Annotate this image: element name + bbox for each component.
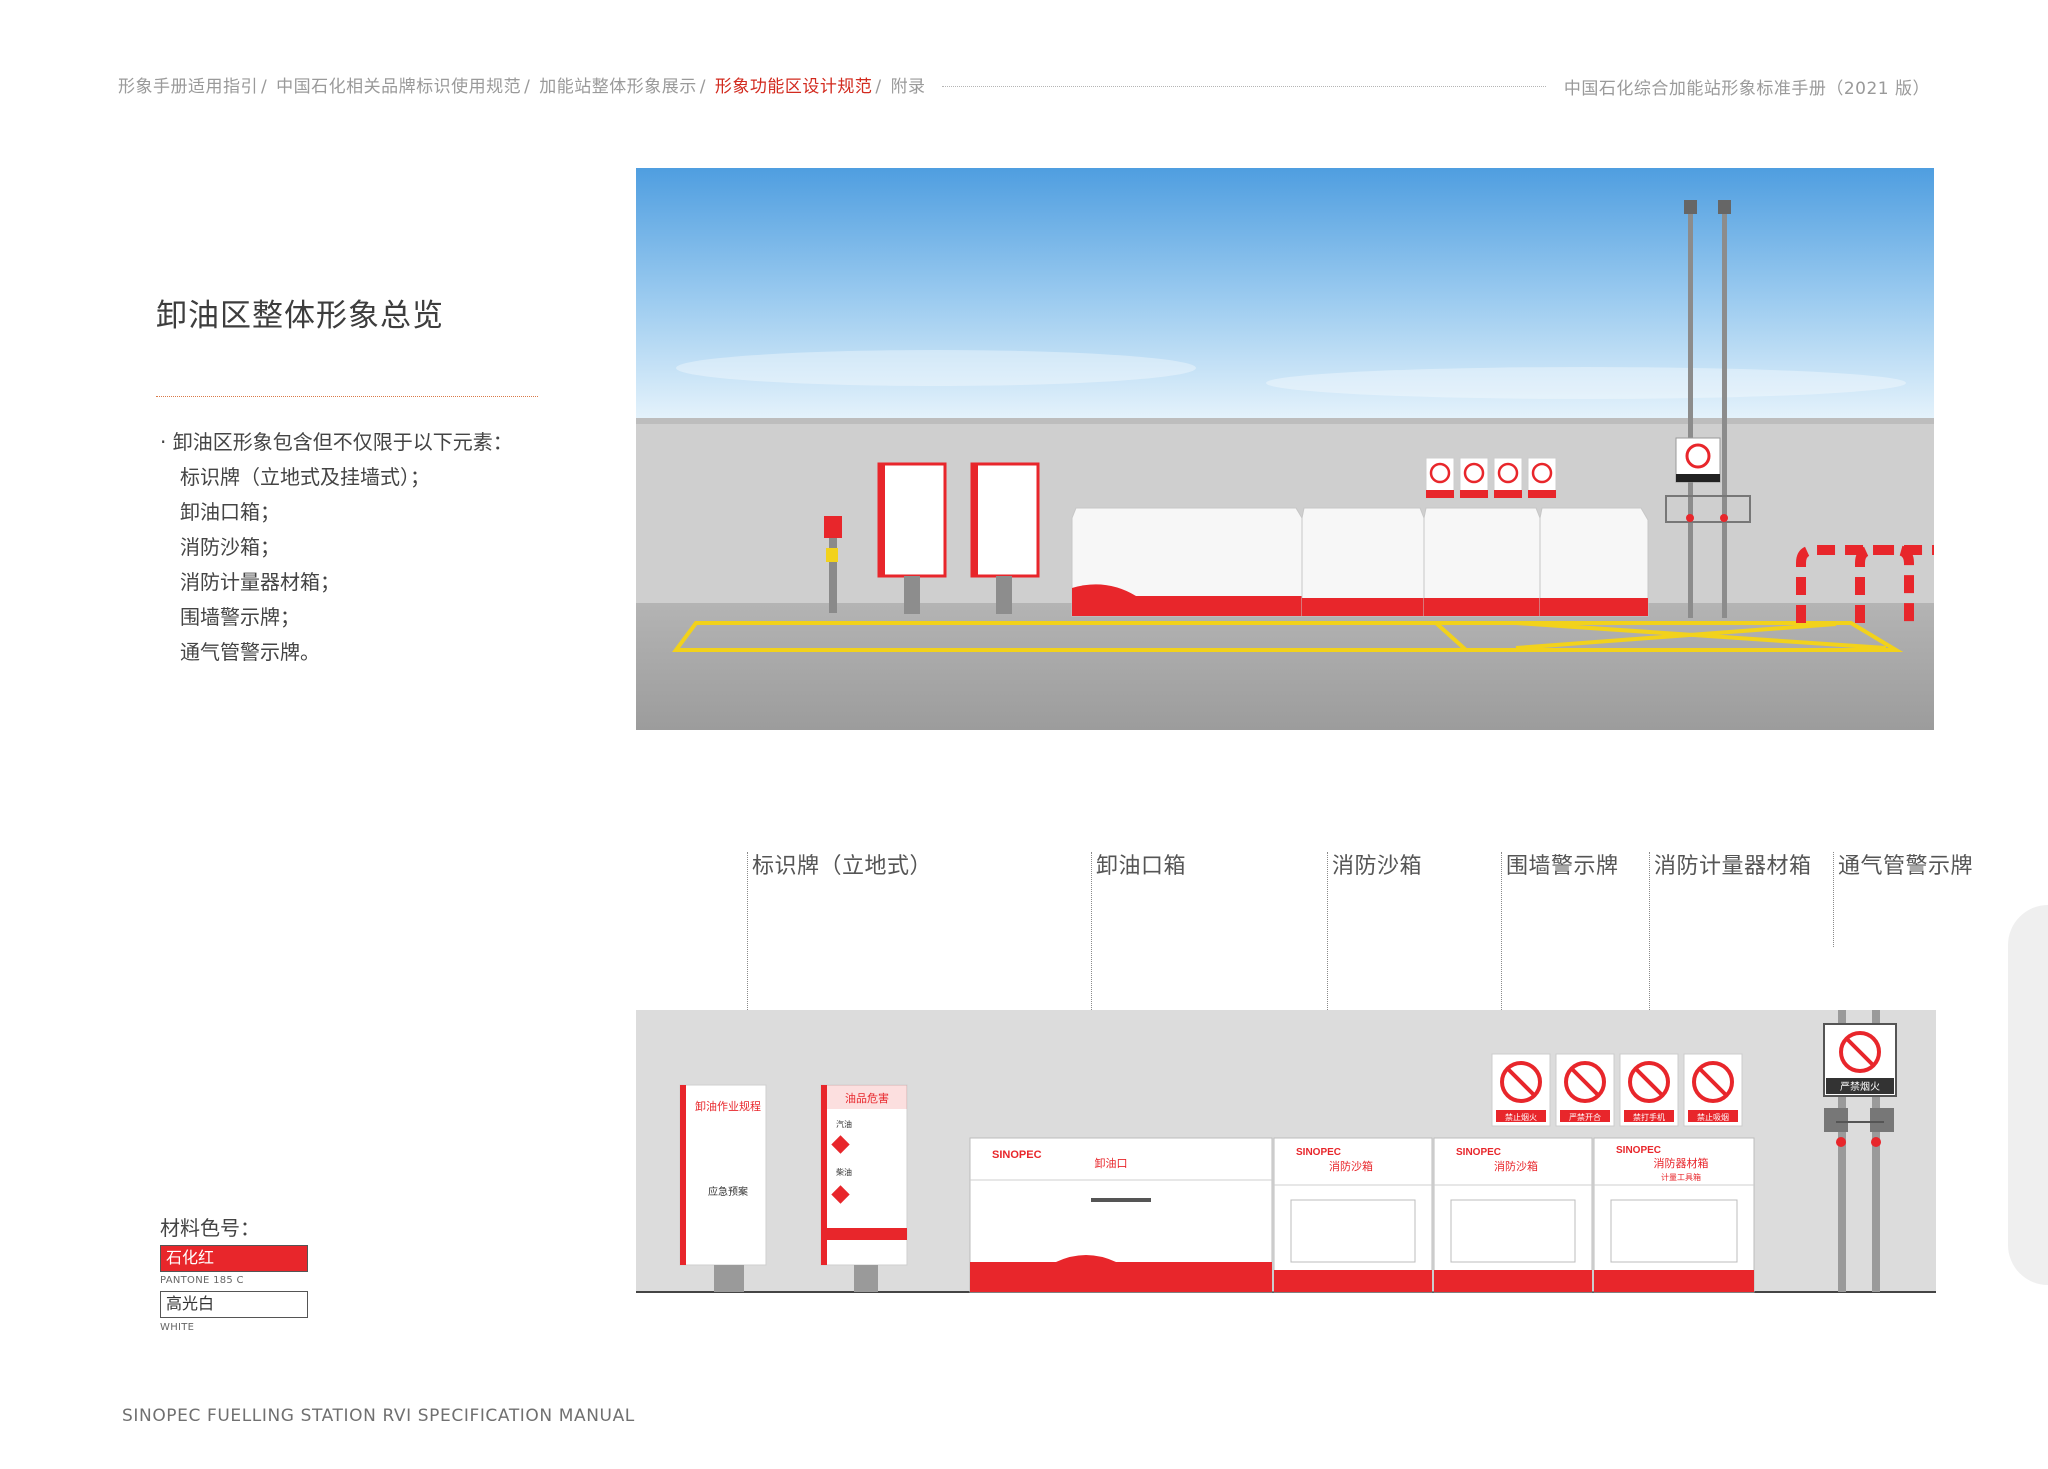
unloading-port-cabinet [1071, 507, 1303, 617]
warning-text: 禁止烟火 [1505, 1112, 1537, 1122]
callout-sand-box: 消防沙箱 [1332, 854, 1423, 879]
render-illustration [636, 168, 1934, 730]
cabinet-label: 消防器材箱 [1654, 1156, 1709, 1170]
breadcrumb-item[interactable]: 附录 [890, 77, 926, 97]
vent-pipe-assembly: 严禁烟火 [1823, 952, 1897, 1292]
swatch-code: WHITE [160, 1322, 195, 1333]
sign-item: 柴油 [836, 1167, 852, 1177]
list-item: 标识牌（立地式及挂墙式）； [180, 465, 430, 489]
guard-rails [1796, 545, 1934, 623]
cabinet-brand: SINOPEC [1616, 1145, 1661, 1156]
page-title: 卸油区整体形象总览 [156, 298, 444, 334]
callout-unloading-box: 卸油口箱 [1096, 854, 1187, 879]
cabinet-label: 消防沙箱 [1329, 1159, 1373, 1173]
unloading-area-render [636, 168, 1934, 730]
sign-title: 油品危害 [845, 1091, 889, 1105]
standing-sign-board [877, 462, 947, 614]
cabinet-brand: SINOPEC [1456, 1147, 1501, 1158]
callout-standing-sign: 标识牌（立地式） [752, 854, 933, 879]
elements-list: 标识牌（立地式及挂墙式）； 卸油口箱； 消防沙箱； 消防计量器材箱； 围墙警示牌… [180, 460, 430, 670]
sand-box-cabinet-elevation: SINOPEC 消防沙箱 [1273, 1137, 1433, 1293]
vent-warning-text: 严禁烟火 [1840, 1080, 1880, 1093]
leader-line [1833, 852, 1834, 947]
swatch-sinopec-red: 石化红 [160, 1245, 308, 1272]
callout-meter-box: 消防计量器材箱 [1654, 854, 1812, 879]
callout-vent-warning: 通气管警示牌 [1838, 854, 1974, 879]
breadcrumb-item[interactable]: 中国石化相关品牌标识使用规范 [276, 77, 522, 97]
header-divider [942, 86, 1546, 87]
list-item: 消防沙箱； [180, 535, 280, 559]
sign-title: 卸油作业规程 [695, 1099, 761, 1113]
sand-box-cabinet-elevation: SINOPEC 消防沙箱 [1433, 1137, 1593, 1293]
page-edge-tab [2008, 905, 2048, 1285]
cabinet-label: 卸油口 [1095, 1156, 1128, 1170]
footer-text: SINOPEC FUELLING STATION RVI SPECIFICATI… [122, 1406, 635, 1426]
cabinet-brand: SINOPEC [1296, 1147, 1341, 1158]
leader-line [747, 852, 748, 1102]
list-item: 通气管警示牌。 [180, 640, 320, 664]
title-divider [156, 396, 538, 397]
yellow-ground-marking [672, 621, 1904, 652]
wall-warning-signs [1425, 457, 1557, 499]
elevation-drawing: 卸油作业规程 应急预案 油品危害 汽油 柴油 SINOPEC 卸油口 [636, 952, 1936, 1297]
breadcrumb-item[interactable]: 加能站整体形象展示 [539, 77, 697, 97]
sign-item: 汽油 [836, 1119, 852, 1129]
elevation-illustration: 卸油作业规程 应急预案 油品危害 汽油 柴油 SINOPEC 卸油口 [636, 952, 1936, 1293]
sign-section: 应急预案 [708, 1185, 748, 1198]
warning-text: 禁止吸烟 [1697, 1112, 1729, 1122]
material-label: 材料色号： [160, 1216, 260, 1240]
swatch-code: PANTONE 185 C [160, 1275, 244, 1286]
sand-box-cabinet [1301, 507, 1425, 617]
wall-warning-sign: 严禁开合 [1555, 1053, 1615, 1127]
list-item: 围墙警示牌； [180, 605, 300, 629]
vent-pipes [1665, 200, 1751, 618]
breadcrumb-item[interactable]: 形象手册适用指引 [118, 77, 258, 97]
callout-wall-warning: 围墙警示牌 [1506, 854, 1619, 879]
intro-text: · 卸油区形象包含但不仅限于以下元素： [160, 430, 513, 454]
wall-warning-sign: 禁止吸烟 [1683, 1053, 1743, 1127]
standing-sign-safety-rules: 卸油作业规程 应急预案 [679, 1084, 767, 1292]
cabinet-brand: SINOPEC [992, 1149, 1042, 1161]
warning-text: 禁打手机 [1633, 1112, 1665, 1122]
cabinet-label: 消防沙箱 [1494, 1159, 1538, 1173]
cabinet-sub-label: 计量工具箱 [1661, 1172, 1701, 1182]
breadcrumb: 形象手册适用指引/ 中国石化相关品牌标识使用规范/ 加能站整体形象展示/ 形象功… [118, 77, 926, 97]
standing-sign-hazards: 油品危害 汽油 柴油 [820, 1084, 908, 1292]
wall-warning-sign: 禁打手机 [1619, 1053, 1679, 1127]
wall-warning-sign: 禁止烟火 [1491, 1053, 1551, 1127]
breadcrumb-item-active[interactable]: 形象功能区设计规范 [714, 77, 873, 97]
swatch-gloss-white: 高光白 [160, 1291, 308, 1318]
unloading-port-cabinet-elevation: SINOPEC 卸油口 [969, 1137, 1273, 1293]
meter-equipment-cabinet [1539, 507, 1649, 617]
sand-box-cabinet [1423, 507, 1541, 617]
leader-line [1501, 852, 1502, 1052]
manual-title: 中国石化综合加能站形象标准手册（2021 版） [1563, 79, 1930, 99]
sky [636, 168, 1934, 418]
list-item: 卸油口箱； [180, 500, 280, 524]
warning-text: 严禁开合 [1569, 1112, 1601, 1122]
standing-sign-board [970, 462, 1040, 614]
list-item: 消防计量器材箱； [180, 570, 340, 594]
meter-equipment-cabinet-elevation: SINOPEC 消防器材箱 计量工具箱 [1593, 1137, 1755, 1293]
